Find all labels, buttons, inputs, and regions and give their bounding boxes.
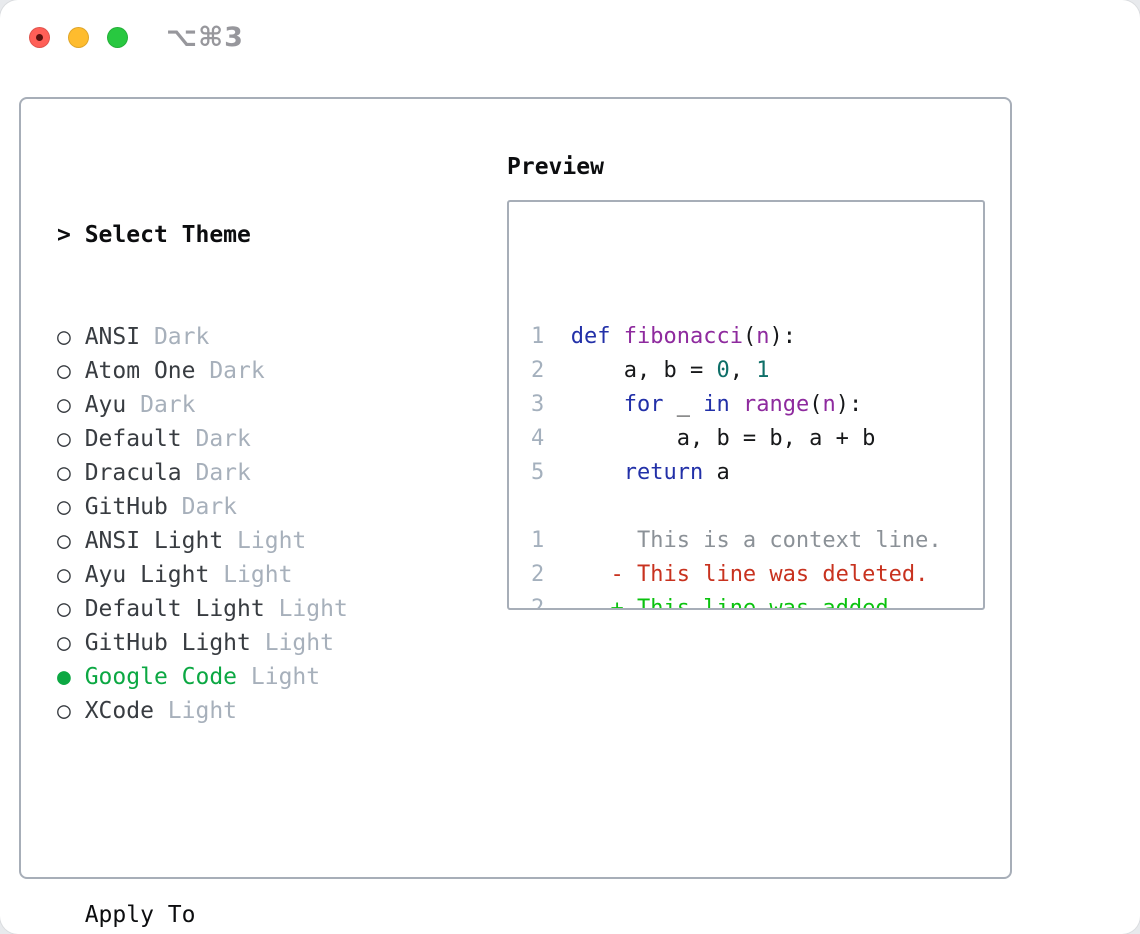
preview-code-line: 1 def fibonacci(n): bbox=[531, 324, 796, 349]
theme-variant-tag: Dark bbox=[195, 426, 251, 452]
preview-code-line: 2 - This line was deleted. bbox=[531, 562, 929, 587]
theme-option-ansi-dark[interactable]: ○ ANSI Dark bbox=[57, 320, 445, 354]
radio-icon: ○ bbox=[57, 698, 85, 724]
radio-icon: ○ bbox=[57, 596, 85, 622]
focus-cursor-icon: > bbox=[57, 222, 85, 248]
theme-option-label: Default Light bbox=[84, 596, 279, 622]
theme-variant-tag: Dark bbox=[153, 324, 210, 350]
theme-option-github-light-light[interactable]: ○ GitHub Light Light bbox=[57, 626, 445, 660]
preview-code-line bbox=[531, 490, 983, 524]
minimize-button[interactable] bbox=[68, 26, 89, 48]
preview-code-line: 3 for _ in range(n): bbox=[531, 392, 863, 417]
theme-option-label: Atom One bbox=[84, 358, 210, 384]
theme-variant-tag: Light bbox=[264, 630, 334, 656]
radio-icon: ○ bbox=[57, 528, 85, 554]
theme-option-ayu-dark[interactable]: ○ Ayu Dark bbox=[57, 388, 445, 422]
theme-option-label: ANSI Light bbox=[84, 528, 238, 554]
radio-icon: ○ bbox=[57, 324, 85, 350]
apply-to-header: Apply To bbox=[57, 898, 445, 932]
window-title: ⌥⌘3 bbox=[166, 21, 244, 53]
theme-option-dracula-dark[interactable]: ○ Dracula Dark bbox=[57, 456, 445, 490]
theme-option-atom-one-dark[interactable]: ○ Atom One Dark bbox=[57, 354, 445, 388]
radio-icon: ○ bbox=[57, 358, 85, 384]
close-button[interactable] bbox=[29, 26, 50, 48]
titlebar: ⌥⌘3 bbox=[29, 22, 244, 53]
radio-icon: ○ bbox=[57, 392, 85, 418]
theme-variant-tag: Light bbox=[278, 596, 348, 622]
theme-option-label: XCode bbox=[84, 698, 168, 724]
theme-variant-tag: Dark bbox=[195, 460, 251, 486]
preview-code-line: 1 This is a context line. bbox=[531, 528, 942, 553]
theme-option-default-dark[interactable]: ○ Default Dark bbox=[57, 422, 445, 456]
theme-option-ansi-light-light[interactable]: ○ ANSI Light Light bbox=[57, 524, 445, 558]
theme-variant-tag: Light bbox=[250, 664, 321, 690]
theme-variant-tag: Light bbox=[167, 698, 238, 724]
radio-icon: ○ bbox=[57, 562, 85, 588]
radio-icon: ○ bbox=[57, 426, 85, 452]
theme-variant-tag: Dark bbox=[140, 392, 196, 418]
select-theme-header-label: Select Theme bbox=[84, 222, 251, 248]
theme-variant-tag: Dark bbox=[209, 358, 265, 384]
radio-icon: ○ bbox=[57, 630, 85, 656]
theme-option-github-dark[interactable]: ○ GitHub Dark bbox=[57, 490, 445, 524]
theme-option-label: GitHub Light bbox=[84, 630, 265, 656]
select-theme-header: > Select Theme bbox=[57, 218, 445, 252]
selected-radio-icon: ● bbox=[57, 664, 85, 690]
preview-code: 1 def fibonacci(n): 2 a, b = 0, 1 3 for _ … bbox=[531, 320, 983, 610]
radio-icon: ○ bbox=[57, 460, 85, 486]
theme-options-list: ○ ANSI Dark○ Atom One Dark○ Ayu Dark○ De… bbox=[57, 320, 445, 728]
preview-code-line: 2 + This line was added. bbox=[531, 596, 902, 610]
theme-list-section: > Select Theme ○ ANSI Dark○ Atom One Dar… bbox=[57, 150, 445, 934]
theme-option-google-code-light[interactable]: ● Google Code Light bbox=[57, 660, 445, 694]
theme-picker-panel: > Select Theme ○ ANSI Dark○ Atom One Dar… bbox=[19, 97, 1012, 928]
theme-option-label: GitHub bbox=[84, 494, 182, 520]
preview-code-line: 5 return a bbox=[531, 460, 730, 485]
preview-code-line: 2 a, b = 0, 1 bbox=[531, 358, 770, 383]
theme-variant-tag: Dark bbox=[181, 494, 238, 520]
theme-option-label: Google Code bbox=[84, 664, 251, 690]
apply-to-header-label: Apply To bbox=[84, 902, 196, 928]
theme-option-label: ANSI bbox=[84, 324, 154, 350]
theme-variant-tag: Light bbox=[237, 528, 307, 554]
spacer bbox=[57, 796, 445, 830]
theme-option-default-light-light[interactable]: ○ Default Light Light bbox=[57, 592, 445, 626]
theme-option-xcode-light[interactable]: ○ XCode Light bbox=[57, 694, 445, 728]
preview-header: Preview bbox=[507, 154, 604, 180]
maximize-button[interactable] bbox=[107, 26, 128, 48]
preview-pane: 1 def fibonacci(n): 2 a, b = 0, 1 3 for _ … bbox=[507, 200, 985, 610]
theme-option-label: Ayu Light bbox=[84, 562, 224, 588]
theme-option-label: Dracula bbox=[84, 460, 196, 486]
preview-code-line: 4 a, b = b, a + b bbox=[531, 426, 876, 451]
radio-icon: ○ bbox=[57, 494, 85, 520]
theme-option-ayu-light-light[interactable]: ○ Ayu Light Light bbox=[57, 558, 445, 592]
theme-variant-tag: Light bbox=[223, 562, 293, 588]
theme-option-label: Ayu bbox=[84, 392, 141, 418]
theme-option-label: Default bbox=[84, 426, 196, 452]
